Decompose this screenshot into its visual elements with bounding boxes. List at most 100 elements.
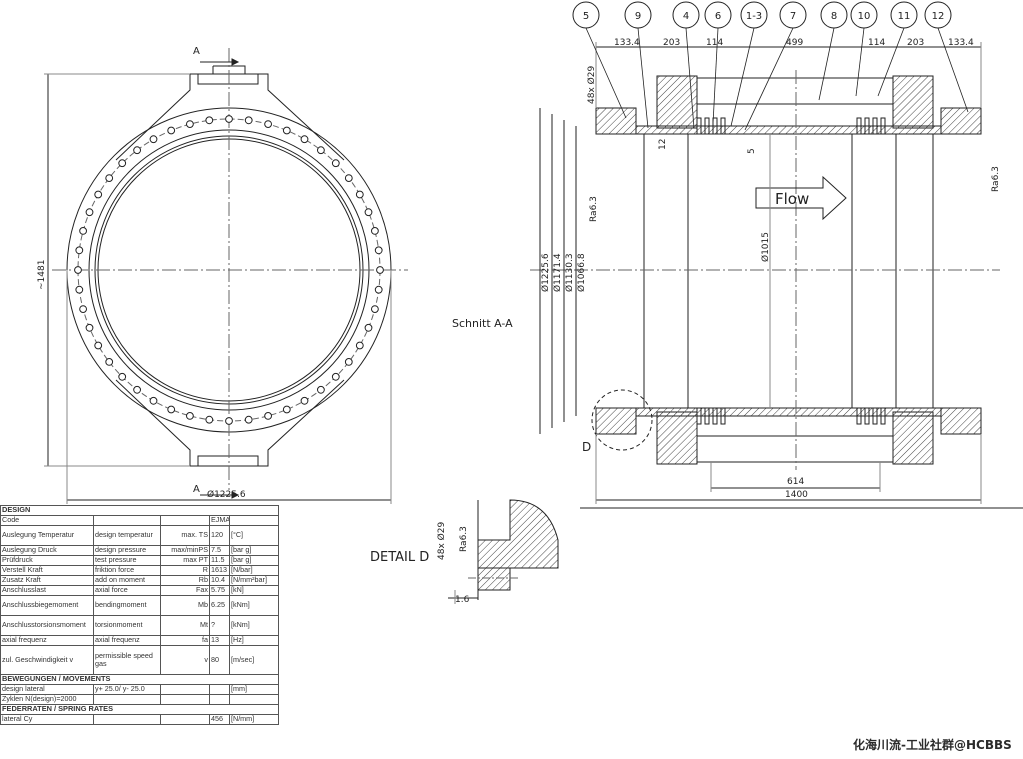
table-cell: Prüfdruck (0, 555, 94, 566)
bolt-hole (75, 285, 84, 294)
bolt-hole (374, 246, 383, 255)
detail-title: DETAIL D (370, 550, 429, 565)
table-cell (93, 714, 161, 725)
table-cell: [Hz] (228, 635, 280, 646)
right-flange-bottom (940, 407, 982, 435)
bolt-hole (355, 190, 364, 199)
svg-text:11: 11 (898, 11, 911, 22)
table-cell: Zyklen N(design)=2000 (0, 694, 94, 705)
dim-d1225: Ø1225.6 (540, 253, 551, 292)
table-section-title: DESIGN (0, 505, 280, 516)
table-cell: Mb (160, 595, 210, 616)
hinge-block-left-top (656, 75, 698, 129)
svg-text:7: 7 (790, 11, 796, 22)
svg-text:10: 10 (858, 11, 871, 22)
detail-view (448, 499, 559, 604)
table-cell: 10.4 (209, 575, 230, 586)
bolt-hole (167, 126, 176, 135)
table-cell: design pressure (93, 545, 161, 556)
balloons: 5 9 4 6 1-3 7 8 10 11 12 (572, 1, 952, 29)
table-cell: 456 (209, 714, 230, 725)
detail-marker: D (582, 440, 591, 454)
dim-114-right: 114 (868, 38, 885, 48)
bolt-hole (355, 341, 364, 350)
svg-text:1-3: 1-3 (746, 11, 762, 22)
bolt-hole (167, 405, 176, 414)
bolt-hole (364, 208, 373, 217)
table-cell: [N/bar] (228, 565, 280, 576)
table-cell: bendingmoment (93, 595, 161, 616)
table-cell: [kN] (228, 585, 280, 596)
table-cell (93, 515, 161, 526)
table-section-row: BEWEGUNGEN / MOVEMENTS (0, 674, 280, 685)
section-view (530, 42, 1023, 509)
table-cell: max PT (160, 555, 210, 566)
balloon-10: 10 (850, 1, 878, 29)
table-cell: v (160, 645, 210, 675)
svg-text:4: 4 (683, 11, 689, 22)
bolt-hole (133, 385, 142, 394)
table-cell: fa (160, 635, 210, 646)
bolt-hole (74, 266, 82, 274)
detail-roughness: Ra6.3 (459, 526, 469, 552)
bolt-hole (344, 174, 353, 183)
dim-114-left: 114 (706, 38, 723, 48)
bolt-hole (133, 146, 142, 155)
table-cell: [kNm] (228, 615, 280, 636)
dim-wall: 12 (658, 139, 668, 150)
detail-dim: 1.6 (455, 595, 470, 605)
watermark: 化海川流-工业社群@HCBBS (853, 738, 1012, 752)
dim-203-left: 203 (663, 38, 680, 48)
right-flange-top (940, 107, 982, 135)
table-cell: zul. Geschwindigkeit v (0, 645, 94, 675)
table-cell (160, 714, 210, 725)
table-cell (228, 694, 280, 705)
table-cell: axial frequenz (0, 635, 94, 646)
table-cell: 1613 (209, 565, 230, 576)
balloon-12: 12 (924, 1, 952, 29)
flow-label: Flow (775, 190, 809, 208)
balloon-6: 6 (704, 1, 732, 29)
table-cell: Anschlussbiegemoment (0, 595, 94, 616)
table-cell: [m/sec] (228, 645, 280, 675)
flow-arrow (755, 175, 847, 221)
bolt-hole (317, 146, 325, 155)
flange-bolt-holes (74, 115, 384, 425)
balloon-5: 5 (572, 1, 600, 29)
bolt-hole (205, 116, 214, 125)
bolt-hole (118, 372, 127, 381)
balloon-7: 7 (779, 1, 807, 29)
bolt-hole (186, 412, 194, 420)
table-cell: 11.5 (209, 555, 230, 566)
bolt-hole (282, 126, 291, 135)
table-cell: Verstell Kraft (0, 565, 94, 576)
table-cell: R (160, 565, 210, 576)
dim-133-4-right: 133.4 (948, 38, 974, 48)
hinge-block-right-top (892, 75, 934, 129)
detail-flange (477, 499, 559, 569)
bolt-hole (376, 266, 384, 274)
table-cell: [kNm] (228, 595, 280, 616)
hinge-block-right-bottom (892, 411, 934, 465)
bolt-hole (244, 415, 253, 424)
bolt-hole (300, 396, 309, 405)
table-row: Zyklen N(design)=2000 (0, 694, 280, 705)
table-cell: 6.25 (209, 595, 230, 616)
bolt-hole (149, 135, 158, 144)
bolt-hole (75, 246, 84, 255)
bolt-hole (374, 285, 383, 294)
bolt-spec: 48x Ø29 (586, 66, 597, 104)
inner-liner-left (687, 133, 771, 409)
dim-614: 614 (787, 477, 804, 487)
table-section-title: BEWEGUNGEN / MOVEMENTS (0, 674, 280, 685)
table-cell: axial force (93, 585, 161, 596)
hinge-block-left-bottom (656, 411, 698, 465)
section-marker-top: A (193, 46, 200, 57)
